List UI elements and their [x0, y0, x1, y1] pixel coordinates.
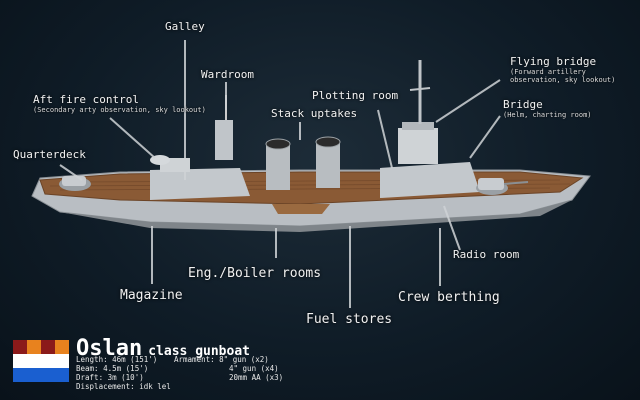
spec-draft: Draft: 3m (10')	[76, 373, 144, 382]
label-plotting-room: Plotting room	[312, 89, 399, 102]
specs-left: Length: 46m (151') Beam: 4.5m (15') Draf…	[76, 355, 171, 391]
ship-name: Oslan	[76, 336, 143, 361]
label-stack-uptakes: Stack uptakes	[271, 107, 358, 120]
label-fuel-stores: Fuel stores	[306, 312, 393, 327]
ship-class: class gunboat	[148, 344, 250, 359]
leader-lines	[59, 40, 501, 308]
label-flying-bridge-sub1: (Forward artillery	[510, 68, 586, 76]
spec-armament-3: 20mm AA (x3)	[229, 373, 284, 382]
national-flag	[13, 340, 69, 382]
label-flying-bridge-sub2: observation, sky lookout)	[510, 76, 616, 84]
leader-bridge	[469, 115, 501, 159]
forward-turret	[476, 178, 529, 195]
label-eng-boiler-rooms: Eng./Boiler rooms	[188, 266, 322, 281]
leader-plotting-room	[377, 109, 393, 169]
leader-aft-fire-control	[109, 117, 156, 159]
leader-quarterdeck	[59, 164, 83, 181]
label-wardroom: Wardroom	[201, 68, 254, 81]
leader-flying-bridge	[435, 79, 501, 123]
spec-beam: Beam: 4.5m (15')	[76, 364, 149, 373]
label-bridge: Bridge	[503, 98, 543, 111]
ship-title: Oslan class gunboat	[76, 336, 250, 361]
funnels	[265, 136, 341, 190]
spec-armament-2: 4" gun (x4)	[229, 364, 279, 373]
label-aft-fire-control: Aft fire control	[33, 93, 139, 106]
label-flying-bridge: Flying bridge	[510, 55, 597, 68]
label-aft-fire-control-sub: (Secondary arty observation, sky lookout…	[33, 106, 206, 114]
leader-radio-room	[443, 205, 461, 251]
bridge-superstructure	[380, 162, 480, 198]
spec-displacement: Displacement: idk lel	[76, 382, 171, 391]
ship-boat	[272, 204, 330, 214]
spec-armament-1: Armament: 8" gun (x2)	[174, 355, 269, 364]
label-crew-berthing: Crew berthing	[398, 290, 500, 305]
label-galley: Galley	[165, 20, 205, 33]
flag-middle-stripe	[13, 354, 69, 368]
label-magazine: Magazine	[120, 288, 183, 303]
label-radio-room: Radio room	[453, 248, 520, 261]
flag-bottom-stripe	[13, 368, 69, 382]
specs-armament: Armament: 8" gun (x2) 4" gun (x4) 20mm A…	[174, 355, 283, 382]
aft-superstructure	[150, 168, 250, 200]
flag-top-stripe	[13, 340, 69, 354]
label-quarterdeck: Quarterdeck	[13, 148, 86, 161]
label-bridge-sub: (Helm, charting room)	[503, 111, 592, 119]
spec-length: Length: 46m (151')	[76, 355, 158, 364]
